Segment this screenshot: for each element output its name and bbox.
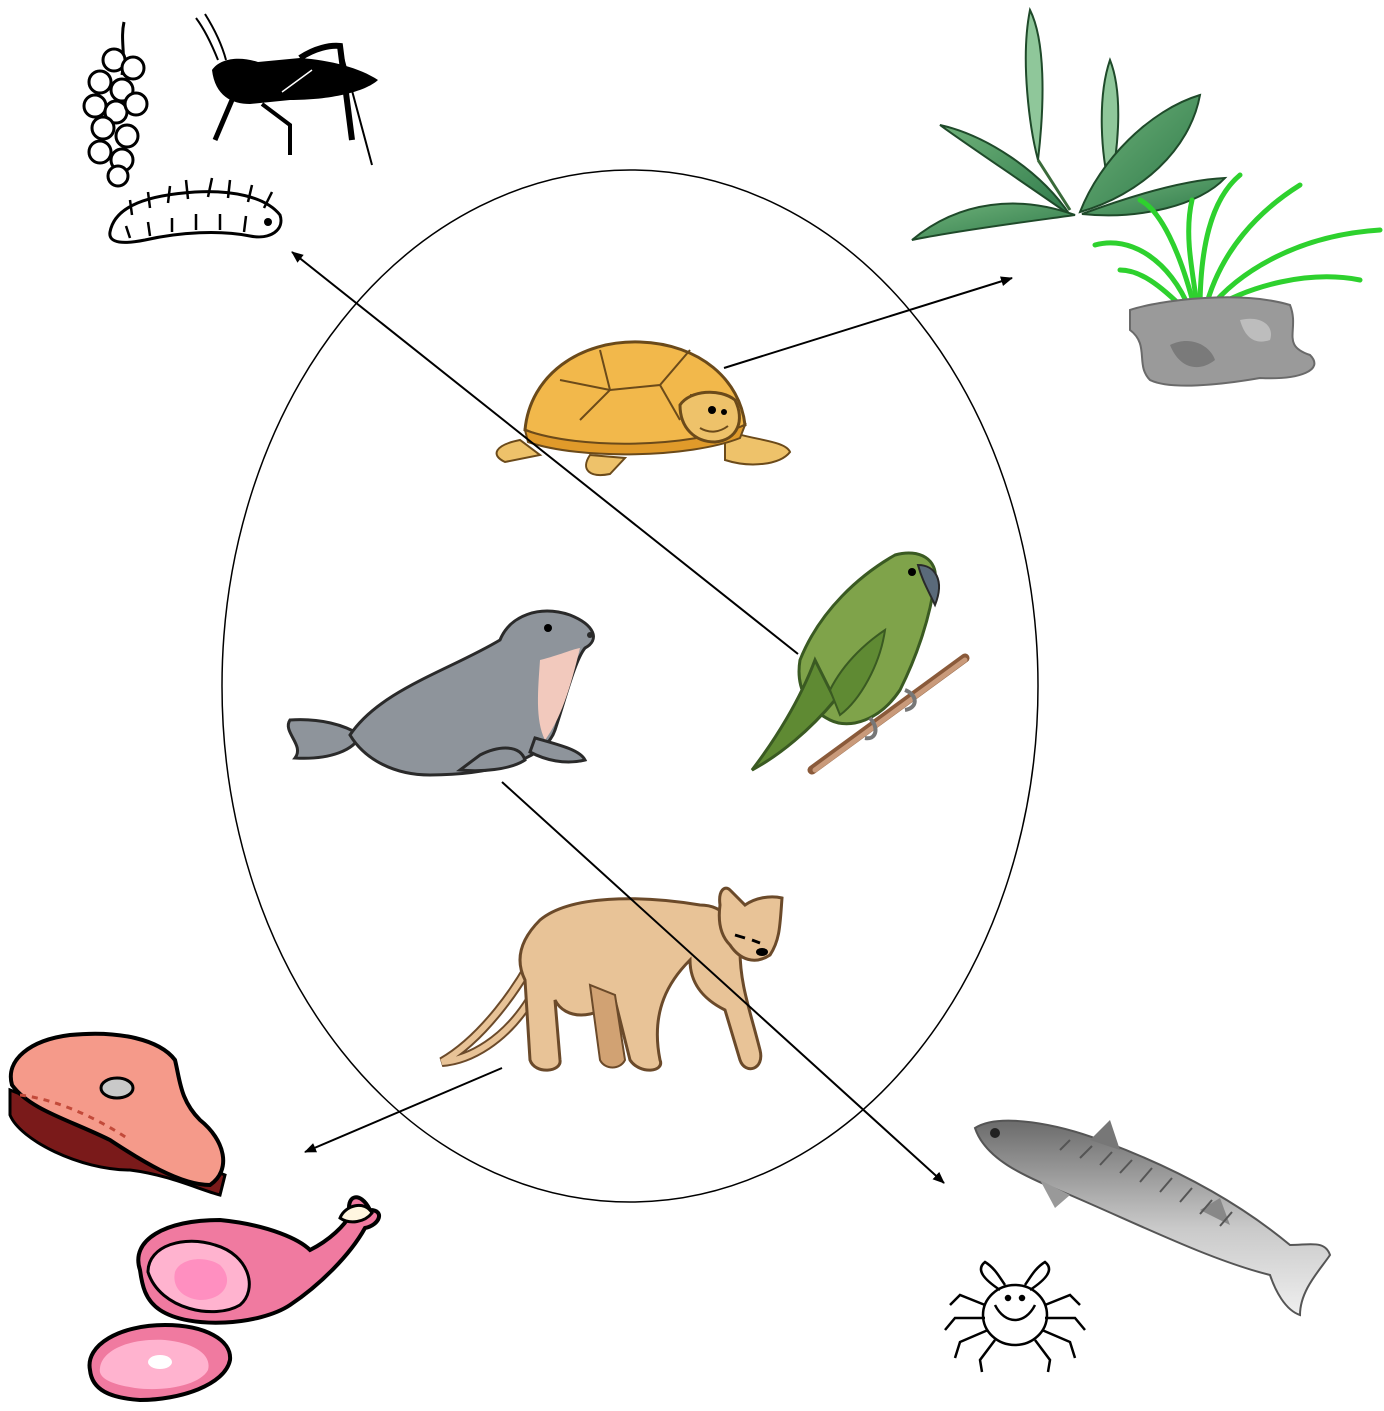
- crab-icon: [945, 1262, 1085, 1372]
- parrot-icon: [752, 553, 965, 770]
- fish-icon: [975, 1120, 1330, 1315]
- caterpillar-icon: [110, 178, 281, 242]
- ham-icon: [138, 1197, 379, 1322]
- plantain-icon: [912, 10, 1225, 240]
- meat-slice-icon: [90, 1325, 231, 1400]
- arrow-puma-to-meat: [305, 1068, 502, 1152]
- insects-berries-group: [84, 14, 378, 242]
- grasshopper-icon: [196, 14, 378, 165]
- seal-icon: [288, 611, 593, 775]
- plants-group: [912, 10, 1380, 386]
- steak-icon: [10, 1034, 225, 1195]
- berries-icon: [84, 22, 147, 186]
- rock-icon: [1130, 297, 1314, 385]
- puma-icon: [442, 888, 782, 1070]
- arrow-tortoise-to-plants: [724, 278, 1012, 368]
- arrow-parrot-to-insects: [292, 252, 798, 654]
- meat-group: [10, 1034, 379, 1400]
- seafood-group: [945, 1120, 1330, 1372]
